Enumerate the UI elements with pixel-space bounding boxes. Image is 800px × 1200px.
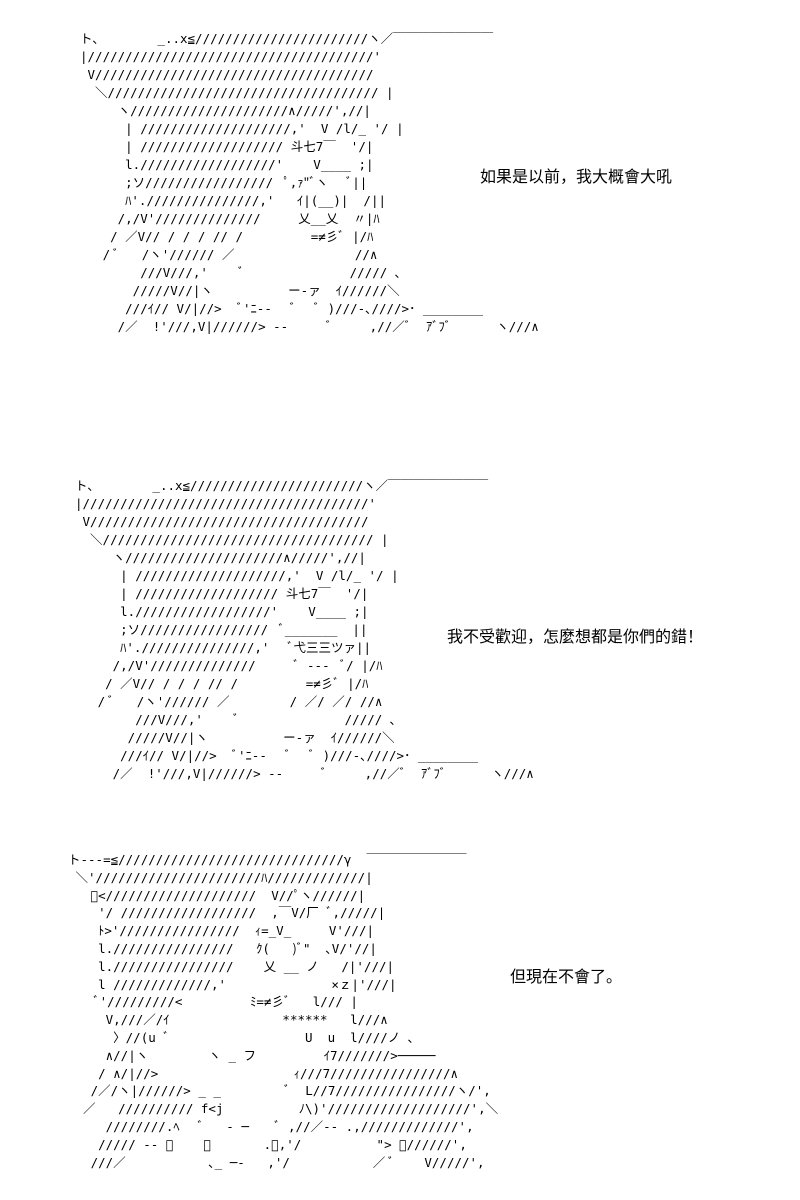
art-line: ∧//|ヽ ヽ _ フ ｲ7///////>─────: [68, 1047, 436, 1063]
art-line: ;ソ///////////////// ﾟ,ｧ"ﾞヽ ﾞ||: [80, 175, 368, 190]
caption-panel-1: 如果是以前，我大概會大吼: [480, 167, 673, 186]
art-line: ///／ ､_ ─‐ ,'/ ／ ﾞ V/////',: [68, 1154, 485, 1170]
art-line: ﾊ'.///////////////,' ｲ|(__)| /||: [80, 193, 386, 208]
art-line: l.//////////////////' V____ ;|: [75, 604, 369, 619]
art-line: ///V///,' ﾞ ///// ､: [75, 712, 397, 727]
art-line: ヽ/////////////////////∧/////',//|: [80, 103, 371, 118]
caption-panel-3: 但現在不會了。: [510, 967, 623, 986]
art-line: / ﾞ /ヽ'////// ／ / ／/ ／/ //∧: [75, 694, 383, 709]
art-line: / ∧/|//> ｨ///7////////////////∧: [68, 1065, 459, 1081]
art-line: ;ソ///////////////// ﾞ_______ ||: [75, 622, 368, 637]
art-line: '/ ////////////////// ,￣V/厂 ﾞ,/////|: [68, 905, 386, 921]
art-line: 〉//(u ﾞ U u l////ノ ､: [68, 1029, 415, 1045]
art-line: /／/ヽ|//////> _ _ ﾞ L//7////////////////ヽ…: [68, 1083, 491, 1099]
art-line: ＼//////////////////////////////////// |: [80, 85, 394, 100]
art-line: / ﾞ /ヽ'////// ／ //∧: [80, 247, 378, 262]
art-line: /////V//|ヽ ー-ァ ｲ//////＼: [80, 283, 400, 298]
art-line: ﾊ'.///////////////,' ﾞ弋三三ツァ||: [75, 640, 372, 655]
art-line: ///ｲ// V/|//> ﾞ'ﾆ-‐ ﾞ ﾞ )///-､////>･ ___…: [80, 301, 484, 316]
art-line: V/////////////////////////////////////: [80, 67, 374, 82]
art-line: l.//////////////// ｸ( )ﾞ" ､V/'//|: [68, 940, 377, 956]
art-line: ト、 _..x≦///////////////////////ヽ／￣￣￣￣￣￣￣…: [80, 31, 494, 46]
art-line: ﾄ>'//////////////// ｨ=_V_ V'///|: [68, 923, 374, 939]
art-line: |//////////////////////////////////////': [80, 49, 382, 64]
art-line: /,/V'////////////// 乂__乂 〃|ﾊ: [80, 211, 380, 226]
art-line: /／ !'///,V|//////> ‐‐ ﾞ ,//／ﾞ ｱﾞﾌﾞ ヽ///∧: [75, 766, 534, 781]
ascii-art-panel-1: ト、 _..x≦///////////////////////ヽ／￣￣￣￣￣￣￣…: [80, 30, 539, 336]
art-line: ///V///,' ﾞ ///// ､: [80, 265, 402, 280]
art-line: | /////////////////// 斗七7￣ '/|: [80, 139, 374, 154]
art-line: | ////////////////////,' V /l/_ '/ |: [75, 568, 399, 583]
art-line: | ////////////////////,' V /l/_ '/ |: [80, 121, 404, 136]
art-line: l.//////////////// 乂 __ ノ /|'///|: [68, 958, 395, 974]
art-line: /////V//|ヽ ー-ァ ｲ//////＼: [75, 730, 395, 745]
art-line: V/////////////////////////////////////: [75, 514, 369, 529]
art-line: / ／V// / / / // / =≠彡ﾞ |/ﾊ: [80, 229, 374, 244]
art-line: ＼//////////////////////////////////// |: [75, 532, 389, 547]
ascii-art-panel-3: ト---=≦//////////////////////////////γ ￣￣…: [68, 851, 498, 1171]
art-line: ト---=≦//////////////////////////////γ ￣￣…: [68, 852, 467, 867]
art-line: /,/V'////////////// ﾞ ‐‐‐ ﾞ/ |/ﾊ: [75, 658, 383, 673]
art-line: ///// ‐‐ ﾞ ＼ .／,'/ "> ､//////',: [68, 1136, 467, 1152]
art-line: ／ ////////// f<j ﾉ\)'///////////////////…: [68, 1101, 499, 1117]
caption-panel-2: 我不受歡迎，怎麼想都是你們的錯！: [447, 627, 704, 646]
ascii-art-panel-2: ト、 _..x≦///////////////////////ヽ／￣￣￣￣￣￣￣…: [75, 477, 534, 783]
art-line: ＼'//////////////////////ﾊ/////////////|: [68, 869, 373, 885]
art-line: l.//////////////////' V____ ;|: [80, 157, 374, 172]
art-line: /／ !'///,V|//////> ‐‐ ﾞ ,//／ﾞ ｱﾞﾌﾞ ヽ///∧: [80, 319, 539, 334]
art-line: l /////////////,' ×ｚ|'///|: [68, 976, 397, 992]
art-line: ////////.ﾍ ﾞ - ─ ﾞ ,//／-- .,////////////…: [68, 1118, 474, 1134]
art-line: ﾞ'/////////< ﾐ=≠彡ﾞ l/// |: [68, 994, 358, 1010]
art-line: ﾞ<//////////////////// V//ﾟヽ//////|: [68, 887, 366, 903]
art-line: / ／V// / / / // / =≠彡ﾞ |/ﾊ: [75, 676, 369, 691]
art-line: |//////////////////////////////////////': [75, 496, 377, 511]
art-line: ヽ/////////////////////∧/////',//|: [75, 550, 366, 565]
art-line: ト、 _..x≦///////////////////////ヽ／￣￣￣￣￣￣￣…: [75, 478, 489, 493]
art-line: | /////////////////// 斗七7￣ '/|: [75, 586, 369, 601]
art-line: ///ｲ// V/|//> ﾞ'ﾆ-‐ ﾞ ﾞ )///-､////>･ ___…: [75, 748, 479, 763]
art-line: V,///／/ｲ ****** l///∧: [68, 1012, 388, 1028]
